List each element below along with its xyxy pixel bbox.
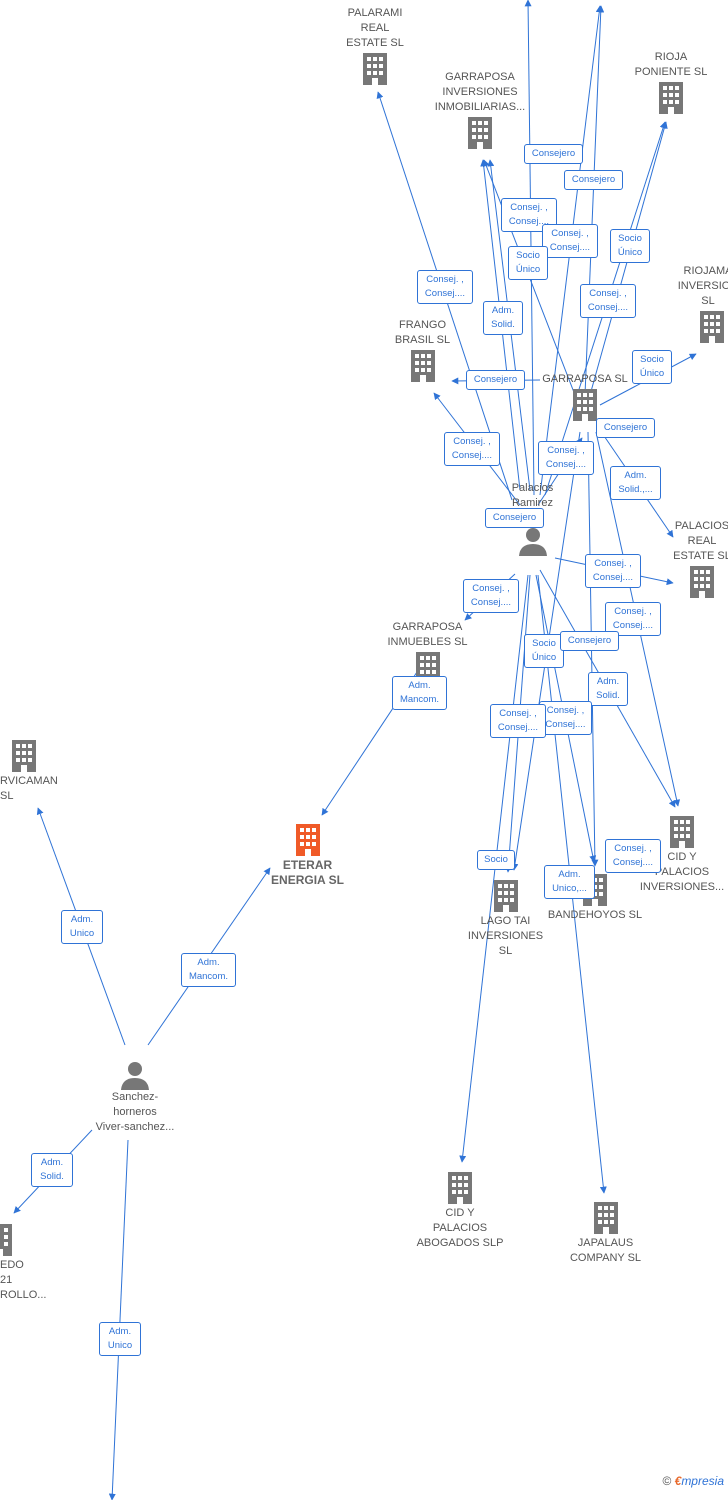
building-icon [573, 389, 597, 421]
company-label: EDO 21 ROLLO... [0, 1259, 47, 1301]
edge-label[interactable]: Adm. Solid. [483, 301, 523, 335]
company-node[interactable]: CID Y PALACIOS ABOGADOS SLP [410, 1170, 510, 1251]
edge-label[interactable]: Consejero [524, 144, 583, 164]
company-label: GARRAPOSA SL [542, 373, 628, 385]
edge-label[interactable]: Adm. Unico [61, 910, 103, 944]
company-node[interactable]: RIOJA PONIENTE SL [626, 50, 716, 116]
edge-label[interactable]: Consej. , Consej.... [538, 441, 594, 475]
edge-label[interactable]: Consej. , Consej.... [580, 284, 636, 318]
edge-label[interactable]: Socio Único [508, 246, 548, 280]
company-node[interactable]: GARRAPOSA INMUEBLES SL [380, 620, 475, 686]
company-label: RVICAMAN SL [0, 775, 58, 802]
company-label: CID Y PALACIOS ABOGADOS SLP [416, 1207, 504, 1249]
company-node[interactable]: BANDEHOYOS SL [545, 872, 645, 923]
edge-label[interactable]: Consej. , Consej.... [605, 839, 661, 873]
company-label: ETERAR ENERGIA SL [271, 858, 344, 887]
building-icon [295, 824, 320, 856]
company-label: GARRAPOSA INVERSIONES INMOBILIARIAS... [434, 71, 526, 113]
edge-label[interactable]: Consejero [560, 631, 619, 651]
edge-label[interactable]: Consejero [596, 418, 655, 438]
edge-label[interactable]: Adm. Solid. [31, 1153, 73, 1187]
edge-label[interactable]: Consejero [466, 370, 525, 390]
building-icon [363, 53, 387, 85]
edge-label[interactable]: Adm. Mancom. [392, 676, 447, 710]
person-icon [518, 528, 547, 556]
company-node[interactable]: GARRAPOSA INVERSIONES INMOBILIARIAS... [425, 70, 535, 151]
company-node[interactable]: EDO 21 ROLLO... [0, 1222, 47, 1303]
company-label: PALARAMI REAL ESTATE SL [346, 7, 404, 49]
company-node[interactable]: PALACIOS REAL ESTATE SL [662, 519, 728, 600]
company-label: FRANGO BRASIL SL [394, 319, 451, 346]
edge-line [584, 5, 605, 396]
company-label: JAPALAUS COMPANY SL [569, 1237, 642, 1264]
edge-label[interactable]: Adm. Solid. [588, 672, 628, 706]
edge-label[interactable]: Adm. Unico [99, 1322, 141, 1356]
edge-label[interactable]: Consej. , Consej.... [463, 579, 519, 613]
company-label: PALACIOS REAL ESTATE SL [673, 520, 728, 562]
building-icon [468, 117, 492, 149]
edge-label[interactable]: Socio [477, 850, 515, 870]
building-icon [670, 816, 694, 848]
company-node[interactable]: RVICAMAN SL [0, 738, 60, 804]
company-node[interactable]: FRANGO BRASIL SL [380, 318, 465, 384]
company-label: RIOJA PONIENTE SL [634, 51, 708, 78]
company-node[interactable]: PALARAMI REAL ESTATE SL [330, 6, 420, 87]
edge-label[interactable]: Adm. Solid.,... [610, 466, 661, 500]
edge-label[interactable]: Consej. , Consej.... [605, 602, 661, 636]
edge-label[interactable]: Consej. , Consej.... [539, 701, 592, 735]
building-icon [12, 740, 36, 772]
company-node[interactable]: LAGO TAI INVERSIONES SL [458, 878, 553, 959]
building-icon [410, 350, 435, 382]
building-icon [493, 880, 518, 912]
company-label: GARRAPOSA INMUEBLES SL [387, 621, 468, 648]
company-node[interactable]: RIOJAMA INVERSION SL [668, 264, 728, 345]
edge-label[interactable]: Consej. , Consej.... [490, 704, 546, 738]
building-icon [700, 311, 724, 343]
company-label: CID Y PALACIOS INVERSIONES... [639, 851, 725, 893]
edge-label[interactable]: Consej. , Consej.... [542, 224, 598, 258]
building-icon [0, 1224, 12, 1256]
person-label: Sanchez- horneros Viver-sanchez... [95, 1091, 175, 1133]
company-label: BANDEHOYOS SL [547, 909, 643, 921]
edge-label[interactable]: Consej. , Consej.... [417, 270, 473, 304]
edge-label[interactable]: Socio Único [632, 350, 672, 384]
company-label: RIOJAMA INVERSION SL [677, 265, 728, 307]
company-label: LAGO TAI INVERSIONES SL [467, 915, 544, 957]
company-node[interactable]: GARRAPOSA SL [535, 372, 635, 423]
edge-label[interactable]: Consejero [485, 508, 544, 528]
building-icon [659, 82, 683, 114]
edge-label[interactable]: Consej. , Consej.... [585, 554, 641, 588]
edge-label[interactable]: Adm. Mancom. [181, 953, 236, 987]
empresia-logo: © €mpresia [662, 1474, 724, 1488]
edge-label[interactable]: Socio Único [610, 229, 650, 263]
company-node[interactable]: CID Y PALACIOS INVERSIONES... [636, 814, 728, 895]
building-icon [448, 1172, 472, 1204]
person-node[interactable]: Sanchez- horneros Viver-sanchez... [85, 1060, 185, 1135]
building-icon [593, 1202, 618, 1234]
building-icon [690, 566, 714, 598]
edge-label[interactable]: Consejero [564, 170, 623, 190]
edge-line [108, 1139, 129, 1500]
company-node[interactable]: JAPALAUS COMPANY SL [558, 1200, 653, 1266]
edge-label[interactable]: Adm. Unico,... [544, 865, 595, 899]
edge-label[interactable]: Consej. , Consej.... [444, 432, 500, 466]
edge-label[interactable]: Socio Único [524, 634, 564, 668]
focus-company-node[interactable]: ETERAR ENERGIA SL [260, 822, 355, 888]
person-icon [121, 1062, 149, 1090]
